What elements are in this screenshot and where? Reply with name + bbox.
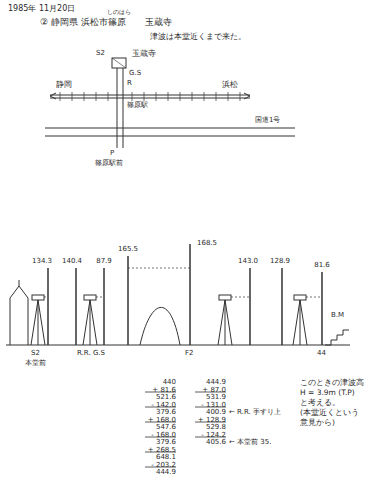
calc-line: ← 本堂前 35. [229, 439, 271, 446]
map-label: 国道1号 [255, 117, 280, 124]
map-label: R [127, 80, 132, 87]
site-map [45, 58, 295, 148]
staff-reading: 134.3 [31, 258, 53, 265]
heading-note: しのはら [107, 10, 131, 16]
staff-reading: 87.9 [95, 258, 113, 265]
conclusion-note: と考える。 [300, 399, 340, 407]
station-label: B.M [330, 312, 345, 319]
calc-line: 379.6 [156, 439, 176, 446]
calc-line: - 142.0 [151, 402, 176, 409]
calc-line: 405.6 [206, 439, 226, 446]
heading-note: 玉蔵寺 [145, 18, 172, 27]
calc-line: - 168.0 [151, 432, 176, 439]
calc-line: - 131.0 [201, 402, 226, 409]
map-label: S2 [96, 50, 105, 57]
calc-line: 400.9 [206, 409, 226, 416]
conclusion-note: H = 3.9m (T.P) [300, 389, 355, 397]
staff-reading: 128.9 [269, 258, 291, 265]
calc-line: + 128.9 [198, 417, 226, 424]
station-label: F2 [184, 350, 194, 357]
calc-line: + 268.5 [148, 447, 176, 454]
staff-reading: 168.5 [196, 240, 218, 247]
map-label: 静岡 [56, 81, 72, 89]
heading-note: ② 静岡県 浜松市篠原 [40, 18, 126, 27]
calc-line: 529.8 [206, 424, 226, 431]
sum-rule [145, 392, 226, 467]
calc-line: - 203.2 [151, 462, 176, 469]
heading-note: 1985年 11月20日 [8, 5, 75, 13]
calc-line: 547.6 [156, 424, 176, 431]
calc-line: 444.9 [156, 469, 176, 476]
conclusion-note: (本堂近くという [300, 409, 359, 417]
calc-line: + 168.0 [148, 417, 176, 424]
calc-line: + 81.6 [152, 387, 176, 394]
map-label: 篠原駅 [127, 102, 148, 109]
map-label: 玉蔵寺 [132, 50, 156, 58]
station-label: R.R. G.S [76, 350, 106, 357]
station-label: S2 [30, 350, 41, 357]
staff-reading: 165.5 [117, 246, 139, 253]
calc-line: 440 [163, 379, 176, 386]
staff-reading: 81.6 [313, 262, 331, 269]
map-label: 篠原駅前 [95, 160, 123, 167]
calc-line: - 124.2 [201, 432, 226, 439]
map-label: 浜松 [222, 81, 238, 89]
conclusion-note: 意見から) [300, 419, 335, 427]
staff-reading: 143.0 [237, 258, 259, 265]
heading-note: 津波は本堂近くまで来た。 [150, 33, 246, 41]
conclusion-note: このときの津波高 [300, 379, 364, 387]
station-label: 44 [316, 350, 327, 357]
calc-line: ← R.R. 手すり上 [229, 409, 281, 416]
station-label: 本堂前 [24, 360, 47, 367]
calc-line: + 87.0 [202, 387, 226, 394]
map-label: G.S [129, 70, 141, 77]
calc-line: 444.9 [206, 379, 226, 386]
calc-line: 521.6 [156, 394, 176, 401]
calc-line: 379.6 [156, 409, 176, 416]
levelling-profile [6, 244, 350, 345]
tripod [31, 295, 307, 345]
calc-line: 648.1 [156, 454, 176, 461]
staff-reading: 140.4 [61, 258, 83, 265]
map-label: P [110, 150, 114, 157]
calc-line: 531.9 [206, 394, 226, 401]
